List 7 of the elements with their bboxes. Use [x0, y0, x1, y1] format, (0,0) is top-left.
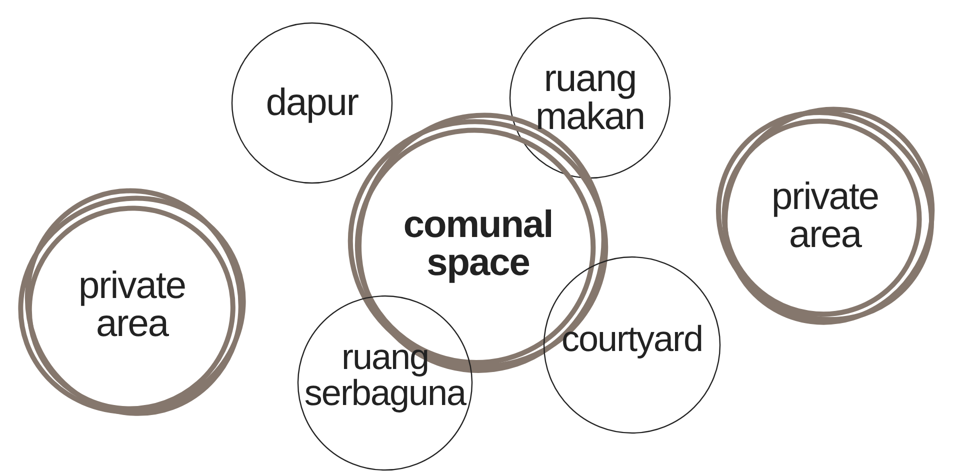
- node-label: comunal space: [402, 206, 554, 282]
- node-label: ruang serbaguna: [303, 339, 468, 411]
- node-label: ruang makan: [534, 60, 646, 136]
- node-label: courtyard: [561, 321, 703, 357]
- node-label: dapur: [266, 84, 358, 122]
- node-label: private area: [770, 178, 880, 254]
- node-label: private area: [77, 267, 187, 343]
